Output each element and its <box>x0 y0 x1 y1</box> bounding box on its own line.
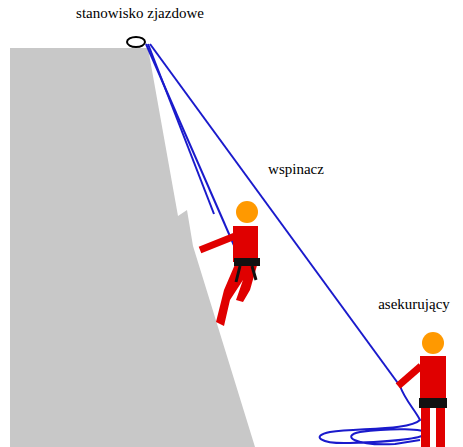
rope-to-climber <box>146 44 243 266</box>
label: wspinacz <box>266 160 326 179</box>
rope-coil <box>320 386 426 444</box>
belayer-body <box>420 356 446 404</box>
rock-wall <box>10 48 255 447</box>
label: asekurujący <box>376 295 452 314</box>
climber-harness-loop <box>252 266 256 280</box>
rope-strand <box>148 44 214 214</box>
belayer-figure <box>398 332 447 447</box>
label: stanowisko zjazdowe <box>74 4 206 23</box>
rope-to-belayer <box>150 44 400 386</box>
climber-arm <box>200 236 235 250</box>
climber-harness <box>234 258 260 266</box>
climber-body <box>233 226 258 262</box>
belayer-leg <box>421 404 430 447</box>
belayer-leg <box>436 404 445 447</box>
climber-figure <box>200 201 260 326</box>
ropes <box>146 44 425 444</box>
belayer-harness <box>419 398 447 408</box>
climber-head <box>236 201 258 223</box>
anchor <box>127 37 145 47</box>
climber-harness-loop <box>236 266 240 282</box>
belayer-head <box>422 332 444 354</box>
belayer-arm <box>398 366 421 386</box>
climber-legs <box>216 262 258 326</box>
